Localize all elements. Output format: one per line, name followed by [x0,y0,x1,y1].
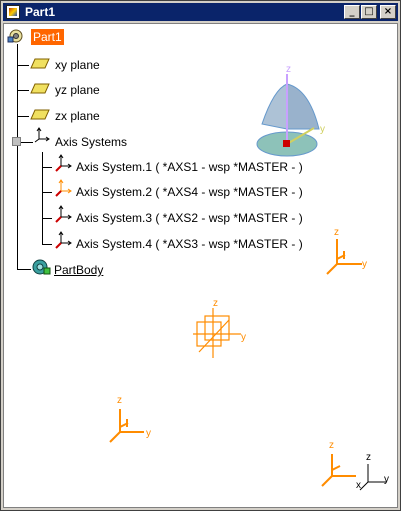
tree-item-axis-system-4[interactable]: Axis System.4 ( *AXS3 - wsp *MASTER - ) [76,237,303,251]
tree-item-partbody[interactable]: PartBody [54,263,104,277]
tree-item-axis-system-2[interactable]: Axis System.2 ( *AXS4 - wsp *MASTER - ) [76,185,303,199]
close-button[interactable]: × [380,5,396,19]
tree-branch-line [42,218,52,219]
tree-branch-line [17,65,29,66]
axis-system-3d-glyph-icon[interactable]: z y [322,227,372,279]
axis-z-label: z [117,395,122,406]
tree-branch-line [17,269,31,270]
tree-item-xy-plane[interactable]: xy plane [55,58,100,72]
tree-item-yz-plane[interactable]: yz plane [55,83,100,97]
axis-y-label: y [146,428,151,439]
axis-system-icon[interactable] [54,154,72,172]
tree-trunk-line [17,44,18,269]
plane-icon[interactable] [30,109,50,121]
tree-branch-line [17,142,33,143]
tree-sub-trunk-line [42,152,43,245]
tree-item-axis-system-3[interactable]: Axis System.3 ( *AXS2 - wsp *MASTER - ) [76,211,303,225]
axis-system-icon[interactable] [34,127,50,143]
axis-system-icon[interactable] [54,205,72,223]
triad-x-label: x [356,480,361,491]
tree-item-axis-systems[interactable]: Axis Systems [55,135,128,149]
tree-item-zx-plane[interactable]: zx plane [55,109,100,123]
axis-system-icon[interactable] [54,231,72,249]
gizmo-y-label: y [320,124,325,135]
axis-z-label: z [329,440,334,451]
tree-branch-line [42,244,52,245]
axis-z-label: z [213,298,218,309]
tree-branch-line [42,167,52,168]
catia-app-icon[interactable] [6,5,20,19]
tree-branch-line [42,192,52,193]
origin-planes-gizmo-icon[interactable]: z y [254,64,344,174]
triad-y-label: y [384,474,389,485]
axis-system-icon[interactable] [54,179,72,197]
axis-system-3d-glyph-icon[interactable]: z y [102,395,152,449]
plane-icon[interactable] [30,58,50,70]
title-bar[interactable]: Part1 _ □ × [3,3,398,21]
gizmo-z-label: z [286,64,291,75]
tree-root-part1[interactable]: Part1 [31,29,64,45]
axis-system-3d-glyph-icon[interactable]: z y [189,298,249,364]
collapse-toggle[interactable] [12,137,21,146]
axis-system-3d-glyph-icon[interactable]: z [316,440,361,489]
axis-z-label: z [334,227,339,238]
minimize-button[interactable]: _ [344,5,360,19]
triad-z-label: z [366,452,371,463]
orientation-triad-icon[interactable]: z y x [356,452,392,492]
maximize-button[interactable]: □ [361,5,377,19]
window-title: Part1 [25,5,56,19]
axis-y-label: y [362,259,367,270]
3d-viewport[interactable]: Part1 xy plane yz plane zx plane Axis Sy… [3,23,398,508]
axis-y-label: y [241,332,246,343]
tree-branch-line [17,116,29,117]
tree-branch-line [17,90,29,91]
part-body-icon[interactable] [31,258,51,276]
tree-item-axis-system-1[interactable]: Axis System.1 ( *AXS1 - wsp *MASTER - ) [76,160,303,174]
plane-icon[interactable] [30,83,50,95]
part-icon[interactable] [7,28,25,44]
